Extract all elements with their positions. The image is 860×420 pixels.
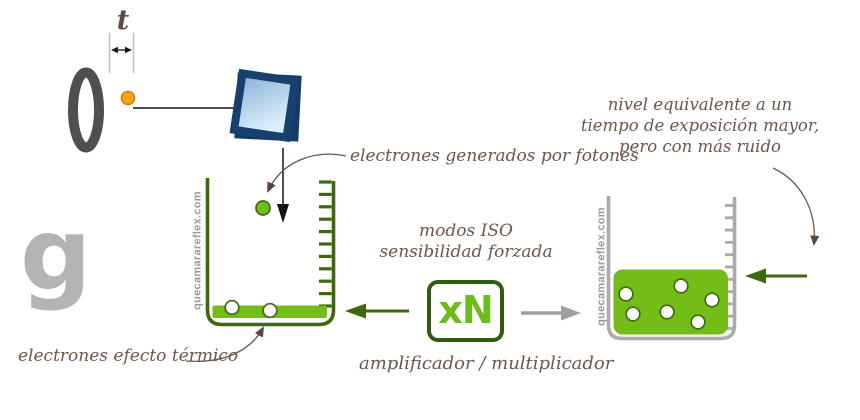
amplifier-box: xN bbox=[427, 280, 504, 342]
equivalent-level-arrow bbox=[745, 268, 807, 284]
watermark-right: quecamarareflex.com bbox=[595, 207, 608, 326]
sensor-icon bbox=[229, 68, 302, 143]
falling-electron-icon bbox=[255, 200, 271, 216]
thermal-electrons-label: electrones efecto térmico bbox=[18, 346, 239, 366]
exposure-time-measure bbox=[108, 33, 135, 73]
electron-well-left bbox=[205, 178, 336, 327]
amplifier-caption: amplificador / multiplicador bbox=[359, 353, 614, 374]
thermal-electrons-pointer bbox=[185, 326, 264, 362]
time-label: t bbox=[116, 5, 130, 36]
amplifier-output-arrow bbox=[345, 303, 409, 319]
noise-note-line2: tiempo de exposición mayor, bbox=[580, 116, 820, 135]
amplifier-result-arrow bbox=[521, 305, 581, 321]
amplifier-box-label: xN bbox=[438, 287, 493, 332]
scale-ticks-left bbox=[319, 180, 332, 308]
photon-icon bbox=[120, 90, 136, 106]
lens-aperture-icon bbox=[68, 67, 104, 153]
electron-drop-arrow bbox=[277, 148, 289, 223]
iso-mode-line1: modos ISO bbox=[419, 221, 513, 241]
noise-note-line3: pero con más ruido bbox=[619, 137, 781, 156]
thermal-electron-icon bbox=[224, 299, 240, 316]
noise-note-pointer bbox=[772, 167, 820, 246]
iso-mode-label: modos ISO sensibilidad forzada bbox=[372, 221, 560, 263]
noise-note-label: nivel equivalente a un tiempo de exposic… bbox=[575, 94, 825, 157]
site-logo-g: g bbox=[20, 196, 92, 313]
photon-electrons-label: electrones generados por fotones bbox=[350, 146, 639, 166]
noise-electrons bbox=[618, 278, 720, 330]
thermal-electron-icon bbox=[262, 302, 278, 319]
photon-electrons-pointer bbox=[267, 153, 347, 193]
noise-note-line1: nivel equivalente a un bbox=[607, 95, 793, 114]
electron-well-right bbox=[606, 196, 737, 341]
iso-mode-line2: sensibilidad forzada bbox=[379, 242, 553, 262]
watermark-left: quecamarareflex.com bbox=[191, 191, 204, 310]
